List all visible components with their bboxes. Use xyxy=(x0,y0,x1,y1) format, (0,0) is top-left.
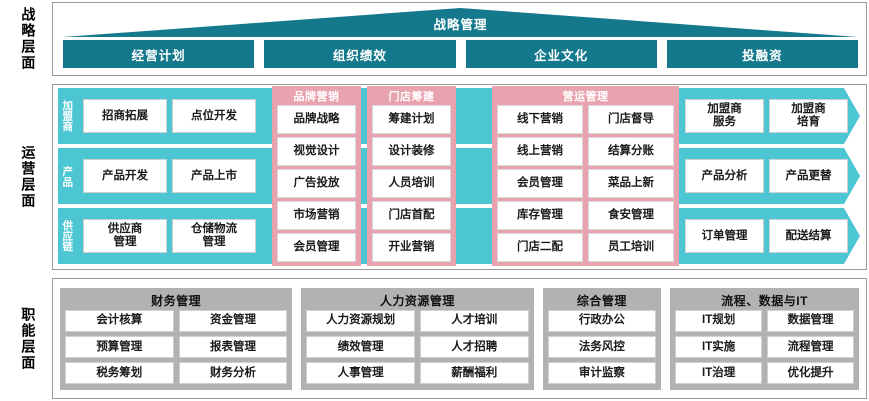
function-cell-general-2[interactable]: 审计监察 xyxy=(547,362,657,385)
operation-group-brand: 品牌营销 品牌战略 视觉设计 广告投放 市场营销 会员管理 xyxy=(272,86,361,266)
band-cell-2-right-1[interactable]: 配送结算 xyxy=(769,219,848,253)
band-cell-1-right-0[interactable]: 产品分析 xyxy=(685,159,764,193)
group-cell-operations-b1[interactable]: 结算分账 xyxy=(588,137,674,166)
function-title-general: 综合管理 xyxy=(576,293,627,308)
band-cell-1-left-0[interactable]: 产品开发 xyxy=(83,159,167,193)
function-title-hr: 人力资源管理 xyxy=(379,293,455,308)
function-grid-finance: 会计核算 预算管理 税务筹划 资金管理 报表管理 财务分析 xyxy=(65,309,288,385)
function-col-general-0: 行政办公 法务风控 审计监察 xyxy=(547,309,657,385)
group-cell-operations-a0[interactable]: 线下营销 xyxy=(497,105,583,134)
function-title-finance: 财务管理 xyxy=(151,293,202,308)
group-cell-brand-2[interactable]: 广告投放 xyxy=(277,169,356,198)
function-cell-general-0[interactable]: 行政办公 xyxy=(547,309,657,332)
function-col-it-1: 数据管理 流程管理 优化提升 xyxy=(767,309,854,385)
band-cell-2-left-0[interactable]: 供应商管理 xyxy=(83,219,167,253)
function-group-it: 流程、数据与IT IT规划 IT实施 IT治理 数据管理 流程管理 优化提升 xyxy=(670,287,859,390)
group-cell-operations-b0[interactable]: 门店督导 xyxy=(588,105,674,134)
group-subcol-operations-0: 线下营销 线上营销 会员管理 库存管理 门店二配 xyxy=(497,105,583,262)
band-cell-0-left-0[interactable]: 招商拓展 xyxy=(83,99,167,133)
function-grid-general: 行政办公 法务风控 审计监察 xyxy=(547,309,657,385)
operation-group-operations: 营运管理 线下营销 线上营销 会员管理 库存管理 门店二配 门店督导 结算分账 … xyxy=(492,86,679,266)
group-cell-brand-3[interactable]: 市场营销 xyxy=(277,201,356,230)
group-cell-store-build-0[interactable]: 筹建计划 xyxy=(372,105,451,134)
operation-layer-content: 加盟商 产品 供应链 招商拓展 点位开发 加盟商服务 加盟商培育 产品开发 产品… xyxy=(52,84,867,270)
group-list-operations: 线下营销 线上营销 会员管理 库存管理 门店二配 门店督导 结算分账 菜品上新 … xyxy=(497,105,674,262)
band-cell-0-left-1[interactable]: 点位开发 xyxy=(172,99,256,133)
function-cell-hr-b2[interactable]: 薪酬福利 xyxy=(419,362,529,385)
function-cell-it-a1[interactable]: IT实施 xyxy=(675,335,763,359)
function-col-it-0: IT规划 IT实施 IT治理 xyxy=(675,309,763,385)
function-grid-hr: 人力资源规划 绩效管理 人事管理 人才培训 人才招聘 薪酬福利 xyxy=(306,309,529,385)
band-cell-0-right-0[interactable]: 加盟商服务 xyxy=(685,99,764,133)
band-cell-2-left-1[interactable]: 仓储物流管理 xyxy=(172,219,256,253)
function-cell-hr-b0[interactable]: 人才培训 xyxy=(419,309,529,332)
group-cell-operations-a4[interactable]: 门店二配 xyxy=(497,233,583,262)
function-cell-finance-b1[interactable]: 报表管理 xyxy=(178,335,288,359)
band-cell-0-right-1[interactable]: 加盟商培育 xyxy=(769,99,848,133)
group-cell-operations-a1[interactable]: 线上营销 xyxy=(497,137,583,166)
strategy-box-0[interactable]: 经营计划 xyxy=(63,40,255,68)
band-cell-1-right-1[interactable]: 产品更替 xyxy=(769,159,848,193)
group-cell-operations-b4[interactable]: 员工培训 xyxy=(588,233,674,262)
function-cell-hr-a2[interactable]: 人事管理 xyxy=(306,362,415,385)
function-cell-it-a0[interactable]: IT规划 xyxy=(675,309,763,332)
group-cell-operations-a3[interactable]: 库存管理 xyxy=(497,201,583,230)
group-title-operations: 营运管理 xyxy=(562,90,609,103)
group-title-store-build: 门店筹建 xyxy=(388,90,435,103)
function-group-general: 综合管理 行政办公 法务风控 审计监察 xyxy=(542,287,662,390)
function-group-hr: 人力资源管理 人力资源规划 绩效管理 人事管理 人才培训 人才招聘 薪酬福利 xyxy=(301,287,534,390)
group-cell-store-build-1[interactable]: 设计装修 xyxy=(372,137,451,166)
strategy-box-1[interactable]: 组织绩效 xyxy=(264,40,456,68)
function-cell-it-b1[interactable]: 流程管理 xyxy=(767,335,854,359)
strategy-roof-shape: 战略管理 xyxy=(63,8,858,37)
strategy-box-row: 经营计划 组织绩效 企业文化 投融资 xyxy=(63,40,858,68)
function-col-hr-0: 人力资源规划 绩效管理 人事管理 xyxy=(306,309,415,385)
operation-group-store-build: 门店筹建 筹建计划 设计装修 人员培训 门店首配 开业营销 xyxy=(367,86,456,266)
layer-label-function: 职能层面 xyxy=(20,306,37,371)
function-cell-finance-a1[interactable]: 预算管理 xyxy=(65,335,174,359)
layer-label-strategy: 战略层面 xyxy=(20,7,37,71)
band-cell-2-right-0[interactable]: 订单管理 xyxy=(685,219,764,253)
function-cell-it-b2[interactable]: 优化提升 xyxy=(767,362,854,385)
group-cell-operations-b2[interactable]: 菜品上新 xyxy=(588,169,674,198)
band-label-franchisee: 加盟商 xyxy=(61,100,74,132)
function-layer-content: 财务管理 会计核算 预算管理 税务筹划 资金管理 报表管理 财务分析 人力资源管… xyxy=(52,278,867,399)
function-col-hr-1: 人才培训 人才招聘 薪酬福利 xyxy=(419,309,529,385)
strategy-box-3[interactable]: 投融资 xyxy=(666,40,858,68)
strategy-roof-label: 战略管理 xyxy=(433,18,488,32)
function-cell-finance-a0[interactable]: 会计核算 xyxy=(65,309,174,332)
function-cell-finance-b2[interactable]: 财务分析 xyxy=(178,362,288,385)
function-cell-hr-b1[interactable]: 人才招聘 xyxy=(419,335,529,359)
function-cell-hr-a0[interactable]: 人力资源规划 xyxy=(306,309,415,332)
group-cell-operations-a2[interactable]: 会员管理 xyxy=(497,169,583,198)
function-cell-finance-b0[interactable]: 资金管理 xyxy=(178,309,288,332)
group-cell-store-build-4[interactable]: 开业营销 xyxy=(372,233,451,262)
group-cell-store-build-3[interactable]: 门店首配 xyxy=(372,201,451,230)
function-cell-it-b0[interactable]: 数据管理 xyxy=(767,309,854,332)
band-label-supplychain: 供应链 xyxy=(61,220,74,252)
group-subcol-operations-1: 门店督导 结算分账 菜品上新 食安管理 员工培训 xyxy=(588,105,674,262)
group-cell-store-build-2[interactable]: 人员培训 xyxy=(372,169,451,198)
group-cell-operations-b3[interactable]: 食安管理 xyxy=(588,201,674,230)
group-cell-brand-4[interactable]: 会员管理 xyxy=(277,233,356,262)
group-title-brand: 品牌营销 xyxy=(293,90,340,103)
band-cell-1-left-1[interactable]: 产品上市 xyxy=(172,159,256,193)
strategy-layer-panel: 战略管理 经营计划 组织绩效 企业文化 投融资 xyxy=(52,2,867,76)
function-cell-hr-a1[interactable]: 绩效管理 xyxy=(306,335,415,359)
group-list-store-build: 筹建计划 设计装修 人员培训 门店首配 开业营销 xyxy=(372,105,451,262)
group-cell-brand-1[interactable]: 视觉设计 xyxy=(277,137,356,166)
function-cell-general-1[interactable]: 法务风控 xyxy=(547,335,657,359)
layer-label-operation: 运营层面 xyxy=(20,145,37,209)
strategy-box-2[interactable]: 企业文化 xyxy=(465,40,657,68)
function-cell-finance-a2[interactable]: 税务筹划 xyxy=(65,362,174,385)
function-col-finance-1: 资金管理 报表管理 财务分析 xyxy=(178,309,288,385)
function-cell-it-a2[interactable]: IT治理 xyxy=(675,362,763,385)
function-title-it: 流程、数据与IT xyxy=(721,293,808,308)
function-grid-it: IT规划 IT实施 IT治理 数据管理 流程管理 优化提升 xyxy=(675,309,854,385)
group-cell-brand-0[interactable]: 品牌战略 xyxy=(277,105,356,134)
group-list-brand: 品牌战略 视觉设计 广告投放 市场营销 会员管理 xyxy=(277,105,356,262)
function-group-finance: 财务管理 会计核算 预算管理 税务筹划 资金管理 报表管理 财务分析 xyxy=(60,287,293,390)
band-label-product: 产品 xyxy=(61,165,74,187)
function-col-finance-0: 会计核算 预算管理 税务筹划 xyxy=(65,309,174,385)
